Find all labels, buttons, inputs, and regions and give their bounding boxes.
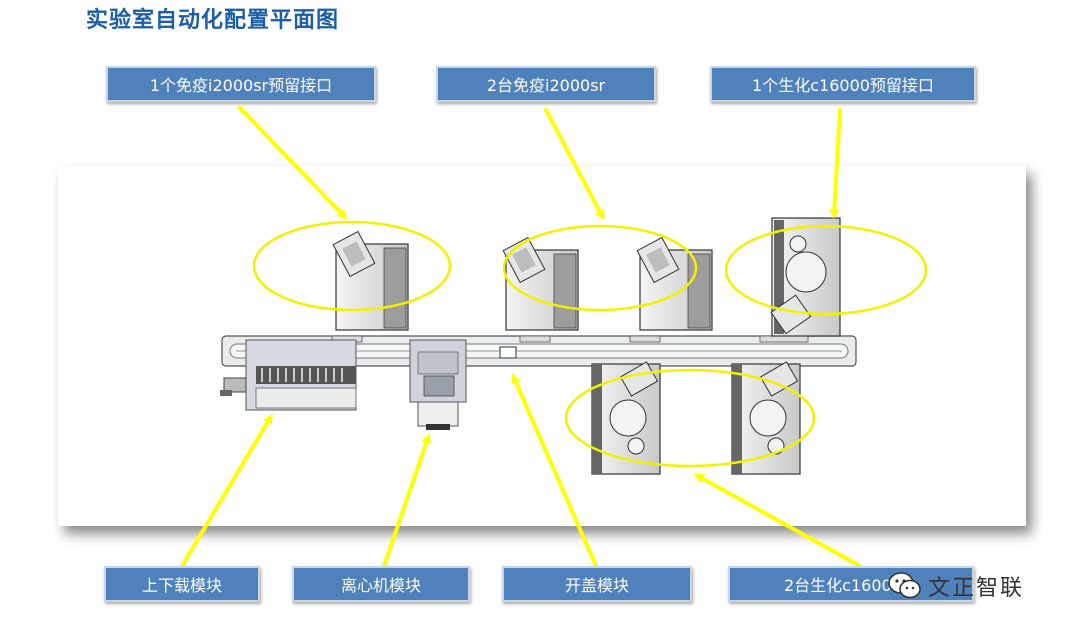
immunoassay-analyzer-reserved — [332, 230, 409, 331]
label-chemistry-analyzers: 2台生化c16000 — [728, 566, 974, 602]
conveyor-track — [221, 335, 857, 367]
immunoassay-analyzer-2 — [636, 236, 713, 331]
immunoassay-analyzer-1 — [502, 236, 579, 331]
label-load-unload-module: 上下载模块 — [104, 566, 260, 602]
wechat-icon — [888, 572, 921, 599]
arrow-centrifuge — [382, 433, 432, 568]
label-centrifuge-module: 离心机模块 — [292, 566, 470, 602]
decapper-unit — [499, 346, 517, 359]
load-unload-module — [220, 339, 357, 411]
arrow-immuno — [544, 108, 605, 221]
centrifuge-module — [409, 339, 467, 430]
label-reserved-immunoassay: 1个免疫i2000sr预留接口 — [106, 66, 376, 102]
arrow-reserved-immuno — [238, 106, 348, 220]
page-title: 实验室自动化配置平面图 — [86, 8, 340, 33]
label-reserved-chemistry: 1个生化c16000预留接口 — [710, 66, 976, 102]
arrow-reserved-chem — [829, 108, 842, 219]
chemistry-analyzer-1 — [591, 361, 661, 475]
chemistry-analyzer-reserved — [770, 217, 841, 337]
arrow-decapper — [511, 373, 598, 568]
label-immunoassay-analyzers: 2台免疫i2000sr — [436, 66, 656, 102]
watermark: 文正智联 — [888, 566, 1056, 606]
label-decapper-module: 开盖模块 — [502, 566, 692, 602]
highlight-ellipse-reserved-immuno — [252, 220, 452, 312]
watermark-text: 文正智联 — [928, 576, 1025, 601]
highlight-ellipse-immuno — [502, 224, 698, 312]
arrow-chemistry — [693, 473, 862, 568]
chemistry-analyzer-2 — [731, 361, 801, 475]
arrow-load-unload — [180, 413, 273, 568]
highlight-ellipse-chem — [564, 368, 816, 468]
highlight-ellipse-reserved-chem — [724, 224, 928, 316]
